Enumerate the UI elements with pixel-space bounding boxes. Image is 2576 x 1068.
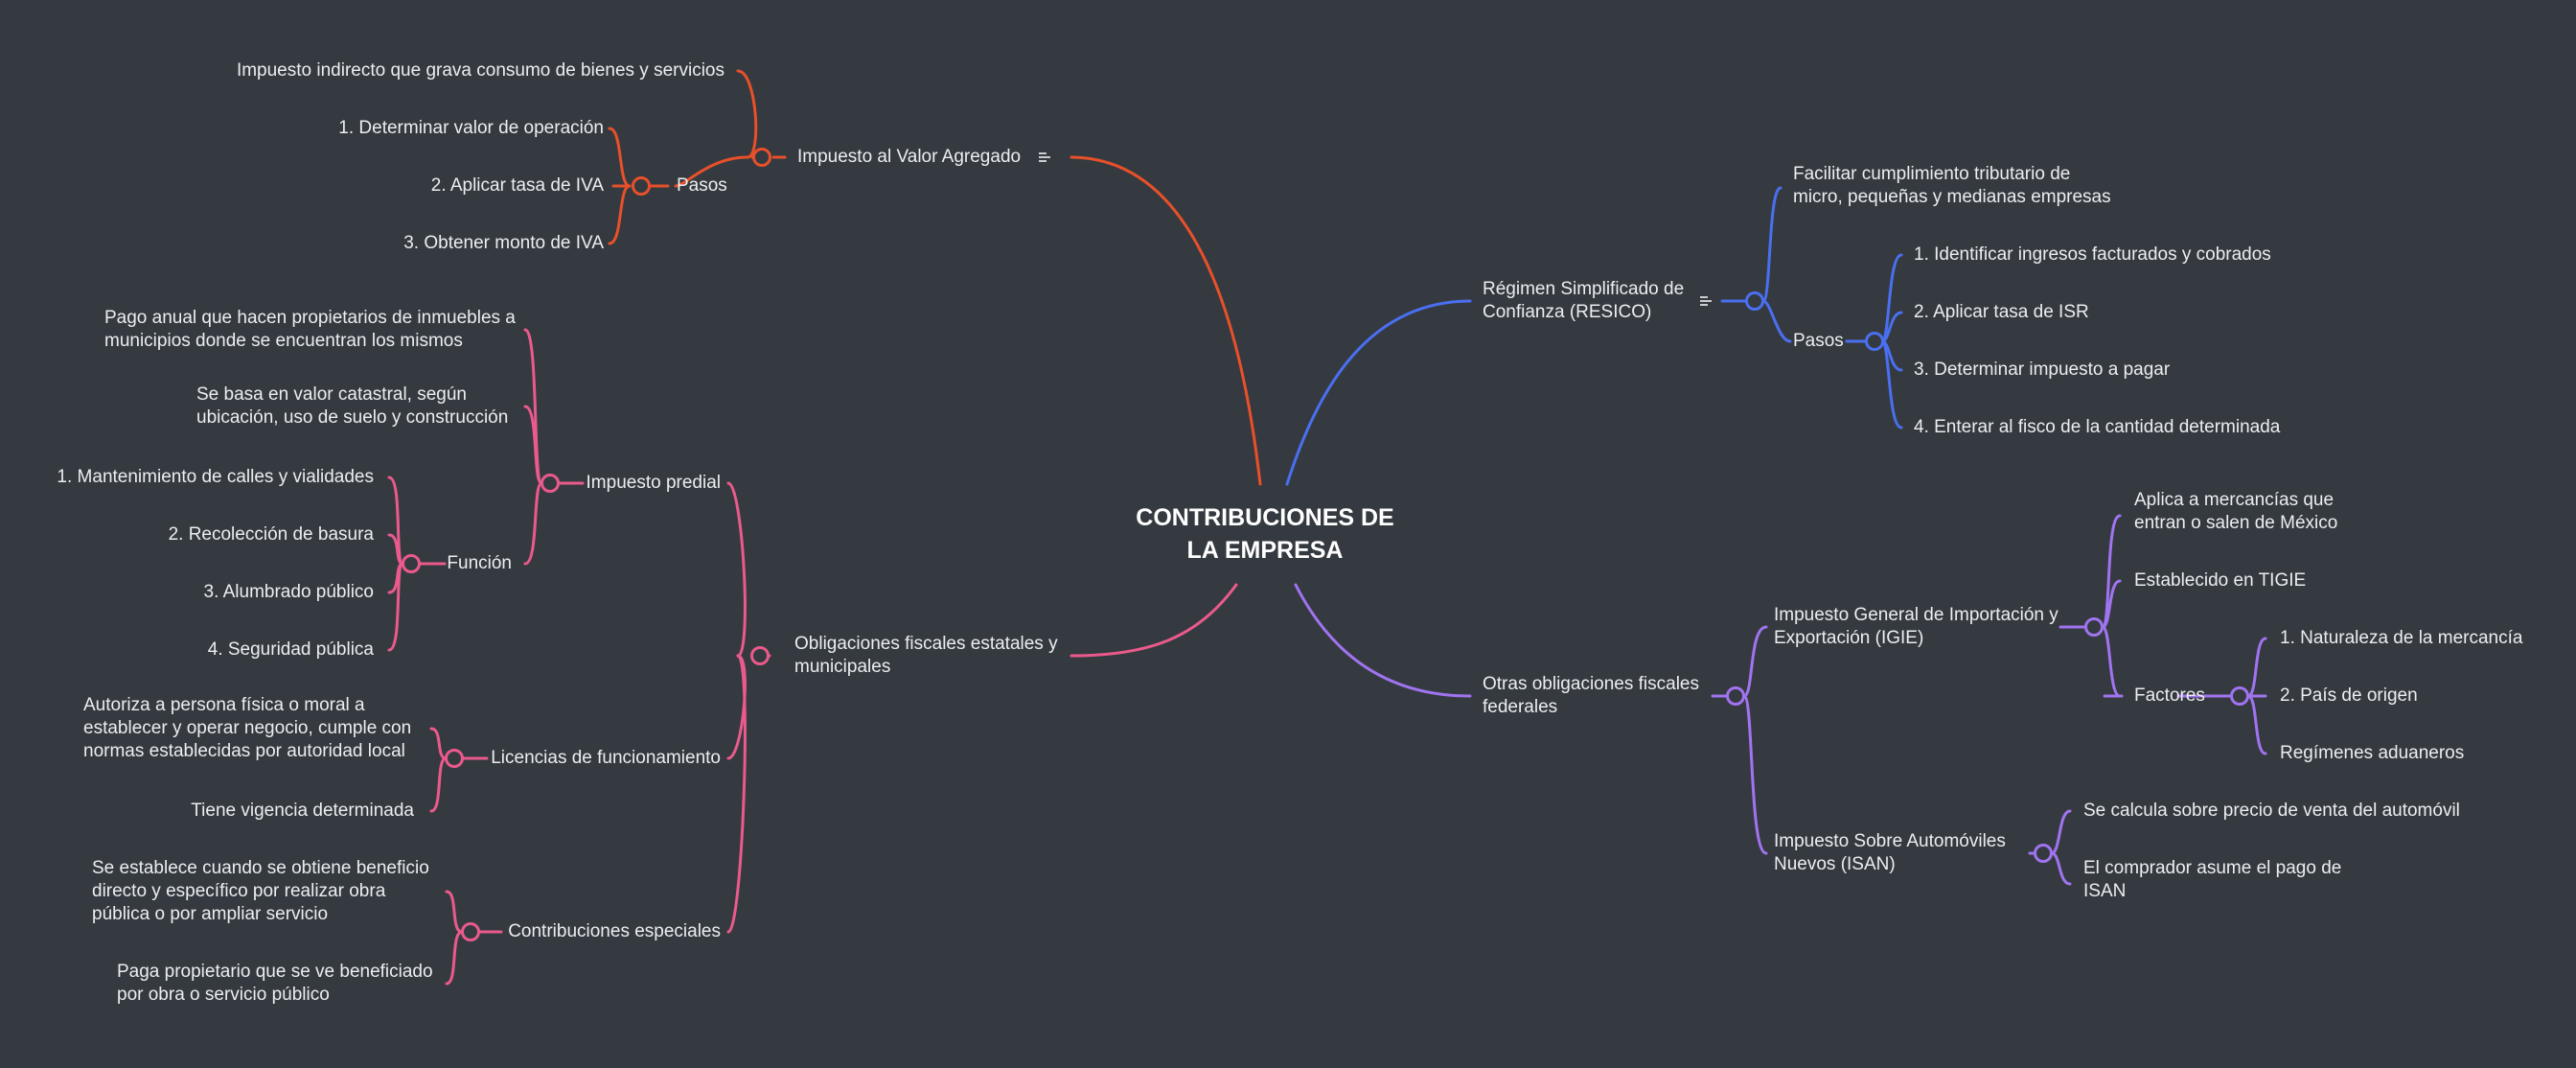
topic-especiales[interactable]: Contribuciones especiales — [508, 921, 721, 941]
especiales-description-1[interactable]: Se establece cuando se obtiene beneficio… — [92, 857, 429, 926]
especiales-desc1-line3: pública o por ampliar servicio — [92, 904, 329, 924]
isan-description-2[interactable]: El comprador asume el pago de ISAN — [2083, 857, 2341, 903]
igie-factores[interactable]: Factores — [2134, 685, 2205, 706]
topic-federales[interactable]: Otras obligaciones fiscales federales — [1483, 673, 1699, 719]
iva-connectors — [608, 69, 1262, 486]
iva-paso-1[interactable]: 1. Determinar valor de operación — [338, 118, 604, 138]
funcion-item-2[interactable]: 2. Recolección de basura — [168, 524, 374, 545]
estatales-connectors — [387, 328, 1238, 986]
licencias-desc1-line1: Autoriza a persona física o moral a — [83, 695, 365, 715]
predial-desc1-line2: municipios donde se encuentran los mismo… — [104, 331, 463, 351]
estatales-title-line1: Obligaciones fiscales estatales y — [794, 634, 1058, 654]
resico-paso-1[interactable]: 1. Identificar ingresos facturados y cob… — [1914, 244, 2271, 265]
licencias-description-1[interactable]: Autoriza a persona física o moral a esta… — [83, 694, 411, 763]
iva-paso-3[interactable]: 3. Obtener monto de IVA — [403, 233, 604, 253]
isan-desc2-line1: El comprador asume el pago de — [2083, 858, 2342, 878]
resico-title-line1: Régimen Simplificado de — [1483, 279, 1685, 299]
especiales-description-2[interactable]: Paga propietario que se ve beneficiado p… — [117, 961, 433, 1007]
resico-paso-2[interactable]: 2. Aplicar tasa de ISR — [1914, 302, 2089, 322]
funcion-item-1[interactable]: 1. Mantenimiento de calles y vialidades — [57, 467, 374, 487]
factor-item-2[interactable]: 2. País de origen — [2280, 685, 2418, 706]
predial-desc2-line1: Se basa en valor catastral, según — [196, 384, 468, 405]
especiales-desc1-line2: directo y específico por realizar obra — [92, 881, 386, 901]
resico-connectors — [1285, 186, 1903, 486]
iva-paso-2[interactable]: 2. Aplicar tasa de IVA — [430, 175, 604, 196]
igie-description-2[interactable]: Establecido en TIGIE — [2134, 570, 2307, 591]
central-topic-line1: CONTRIBUCIONES DE — [1136, 504, 1394, 531]
funcion-item-4[interactable]: 4. Seguridad pública — [207, 639, 374, 660]
predial-description-1[interactable]: Pago anual que hacen propietarios de inm… — [104, 307, 516, 353]
topic-igie[interactable]: Impuesto General de Importación y Export… — [1774, 604, 2058, 650]
isan-title-line1: Impuesto Sobre Automóviles — [1774, 831, 2006, 851]
topic-resico[interactable]: Régimen Simplificado de Confianza (RESIC… — [1483, 278, 1684, 324]
resico-title-line2: Confianza (RESICO) — [1483, 302, 1652, 322]
predial-description-2[interactable]: Se basa en valor catastral, según ubicac… — [196, 383, 508, 430]
federales-title-line2: federales — [1483, 697, 1558, 717]
topic-isan[interactable]: Impuesto Sobre Automóviles Nuevos (ISAN) — [1774, 830, 2006, 876]
resico-desc-line1: Facilitar cumplimiento tributario de — [1793, 164, 2071, 184]
iva-description[interactable]: Impuesto indirecto que grava consumo de … — [236, 60, 724, 81]
factor-item-3[interactable]: Regímenes aduaneros — [2280, 743, 2465, 763]
predial-funcion[interactable]: Función — [447, 553, 512, 573]
topic-predial[interactable]: Impuesto predial — [586, 473, 721, 493]
topic-iva[interactable]: Impuesto al Valor Agregado — [797, 147, 1022, 167]
predial-desc2-line2: ubicación, uso de suelo y construcción — [196, 407, 509, 428]
isan-description-1[interactable]: Se calcula sobre precio de venta del aut… — [2083, 801, 2460, 821]
resico-pasos[interactable]: Pasos — [1793, 331, 1844, 351]
note-icon[interactable] — [1700, 296, 1712, 306]
estatales-title-line2: municipales — [794, 657, 891, 677]
note-icon[interactable] — [1039, 152, 1050, 162]
resico-paso-4[interactable]: 4. Enterar al fisco de la cantidad deter… — [1914, 417, 2281, 437]
resico-description[interactable]: Facilitar cumplimiento tributario de mic… — [1793, 163, 2111, 209]
resico-paso-3[interactable]: 3. Determinar impuesto a pagar — [1914, 360, 2171, 380]
resico-desc-line2: micro, pequeñas y medianas empresas — [1793, 187, 2111, 207]
predial-desc1-line1: Pago anual que hacen propietarios de inm… — [104, 308, 516, 328]
licencias-desc1-line2: establecer y operar negocio, cumple con — [83, 718, 412, 738]
factor-item-1[interactable]: 1. Naturaleza de la mercancía — [2280, 628, 2523, 648]
igie-desc1-line2: entran o salen de México — [2134, 513, 2338, 533]
topic-licencias[interactable]: Licencias de funcionamiento — [491, 748, 721, 768]
igie-title-line1: Impuesto General de Importación y — [1774, 605, 2058, 625]
especiales-desc2-line1: Paga propietario que se ve beneficiado — [117, 962, 433, 982]
igie-title-line2: Exportación (IGIE) — [1774, 628, 1924, 648]
topic-estatales[interactable]: Obligaciones fiscales estatales y munici… — [794, 633, 1058, 679]
central-topic-line2: LA EMPRESA — [1186, 537, 1344, 564]
licencias-description-2[interactable]: Tiene vigencia determinada — [191, 801, 414, 821]
federales-connectors — [1294, 514, 2267, 886]
federales-title-line1: Otras obligaciones fiscales — [1483, 674, 1699, 694]
isan-title-line2: Nuevos (ISAN) — [1774, 854, 1896, 874]
licencias-desc1-line3: normas establecidas por autoridad local — [83, 741, 405, 761]
funcion-item-3[interactable]: 3. Alumbrado público — [203, 582, 374, 602]
central-topic[interactable]: CONTRIBUCIONES DE LA EMPRESA — [1121, 501, 1409, 567]
igie-description-1[interactable]: Aplica a mercancías que entran o salen d… — [2134, 489, 2337, 535]
iva-pasos[interactable]: Pasos — [677, 175, 727, 196]
igie-desc1-line1: Aplica a mercancías que — [2134, 490, 2334, 510]
especiales-desc2-line2: por obra o servicio público — [117, 985, 330, 1005]
isan-desc2-line2: ISAN — [2083, 881, 2127, 901]
especiales-desc1-line1: Se establece cuando se obtiene beneficio — [92, 858, 429, 878]
